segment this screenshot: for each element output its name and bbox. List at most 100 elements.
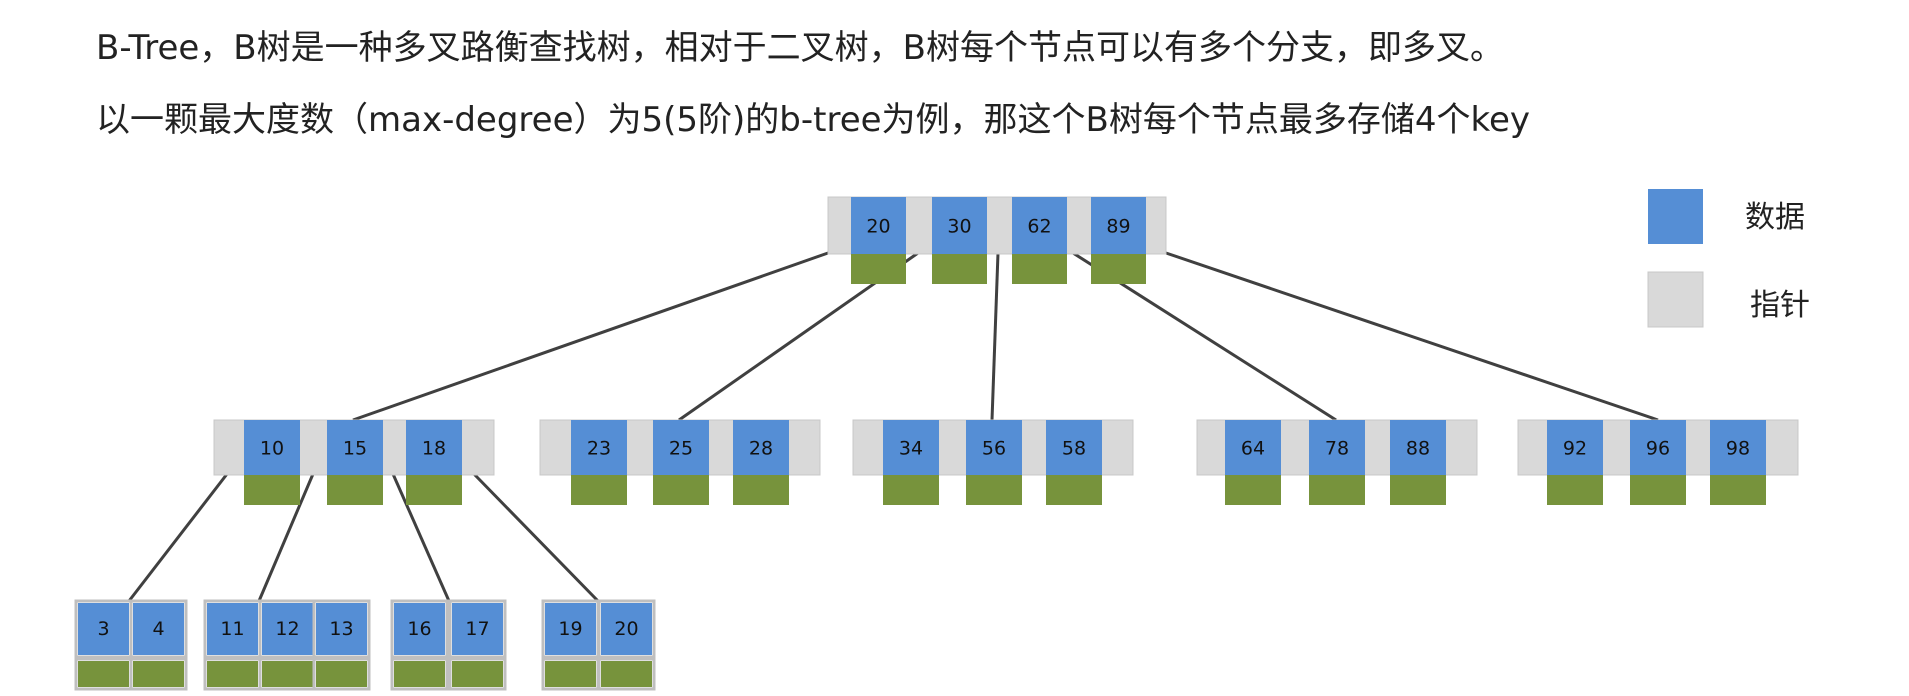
- child-pointer-cell: [78, 661, 129, 687]
- child-pointer-cell: [601, 661, 652, 687]
- heading-line-1: B-Tree，B树是一种多叉路衡查找树，相对于二叉树，B树每个节点可以有多个分支…: [96, 28, 1504, 68]
- key-cell: [1309, 420, 1365, 475]
- key-label: 12: [275, 618, 299, 640]
- key-label: 15: [343, 438, 367, 460]
- key-label: 34: [899, 438, 923, 460]
- child-pointer-cell: [394, 661, 445, 687]
- key-label: 92: [1563, 438, 1587, 460]
- legend-data-swatch: [1648, 189, 1703, 244]
- tree-edge: [1165, 251, 1659, 422]
- key-cell: [545, 603, 596, 655]
- key-cell: [133, 603, 184, 655]
- child-pointer-cell: [327, 475, 383, 505]
- legend-pointer-label: 指针: [1750, 288, 1810, 323]
- key-label: 88: [1406, 438, 1430, 460]
- key-cell: [653, 420, 709, 475]
- child-pointer-cell: [733, 475, 789, 505]
- internal-node: 10 15 18: [213, 419, 495, 505]
- tree-edge: [352, 251, 829, 422]
- child-pointer-cell: [932, 254, 987, 284]
- child-pointer-cell: [1630, 475, 1686, 505]
- internal-node: 23 25 28: [539, 419, 821, 505]
- key-cell: [932, 197, 987, 254]
- key-cell: [1046, 420, 1102, 475]
- child-pointer-cell: [1012, 254, 1067, 284]
- key-label: 17: [465, 618, 489, 640]
- child-pointer-cell: [1309, 475, 1365, 505]
- child-pointer-cell: [406, 475, 462, 505]
- key-cell: [1091, 197, 1146, 254]
- tree-edge: [127, 473, 229, 602]
- key-cell: [1630, 420, 1686, 475]
- child-pointer-cell: [851, 254, 906, 284]
- key-cell: [733, 420, 789, 475]
- key-label: 11: [220, 618, 244, 640]
- child-pointer-cell: [653, 475, 709, 505]
- legend: [1647, 189, 1704, 328]
- key-label: 3: [97, 618, 109, 640]
- child-pointer-cell: [133, 661, 184, 687]
- child-pointer-cell: [1091, 254, 1146, 284]
- key-cell: [262, 603, 313, 655]
- key-label: 58: [1062, 438, 1086, 460]
- internal-node: 34 56 58: [852, 419, 1134, 505]
- child-pointer-cell: [316, 661, 367, 687]
- key-label: 78: [1325, 438, 1349, 460]
- key-cell: [966, 420, 1022, 475]
- tree-edges: [127, 251, 1659, 603]
- key-label: 98: [1726, 438, 1750, 460]
- tree-edge: [472, 472, 600, 603]
- key-cell: [1390, 420, 1446, 475]
- key-cell: [78, 603, 129, 655]
- key-cell: [1225, 420, 1281, 475]
- root-node: 20 30 62 89: [827, 196, 1167, 284]
- tree-edge: [391, 473, 451, 602]
- key-label: 30: [947, 216, 971, 238]
- key-label: 62: [1027, 216, 1051, 238]
- internal-node: 92 96 98: [1517, 419, 1799, 505]
- key-cell: [452, 603, 503, 655]
- key-label: 10: [260, 438, 284, 460]
- legend-data-label: 数据: [1745, 200, 1805, 235]
- key-label: 20: [866, 216, 890, 238]
- tree-edge: [257, 473, 315, 602]
- key-cell: [571, 420, 627, 475]
- key-label: 96: [1646, 438, 1670, 460]
- key-label: 20: [614, 618, 638, 640]
- key-label: 13: [329, 618, 353, 640]
- key-cell: [394, 603, 445, 655]
- child-pointer-cell: [883, 475, 939, 505]
- key-label: 56: [982, 438, 1006, 460]
- leaf-node: 11 12 13: [203, 599, 371, 691]
- child-pointer-cell: [1225, 475, 1281, 505]
- key-cell: [601, 603, 652, 655]
- key-cell: [851, 197, 906, 254]
- child-pointer-cell: [262, 661, 313, 687]
- key-cell: [327, 420, 383, 475]
- key-cell: [1012, 197, 1067, 254]
- key-label: 25: [669, 438, 693, 460]
- key-cell: [244, 420, 300, 475]
- child-pointer-cell: [966, 475, 1022, 505]
- key-cell: [207, 603, 258, 655]
- key-cell: [883, 420, 939, 475]
- heading-line-2: 以一颗最大度数（max-degree）为5(5阶)的b-tree为例，那这个B树…: [96, 100, 1531, 140]
- key-label: 28: [749, 438, 773, 460]
- tree-edge: [990, 252, 1000, 421]
- key-cell: [316, 603, 367, 655]
- child-pointer-cell: [1547, 475, 1603, 505]
- child-pointer-cell: [244, 475, 300, 505]
- child-pointer-cell: [571, 475, 627, 505]
- key-cell: [1547, 420, 1603, 475]
- key-cell: [406, 420, 462, 475]
- key-label: 89: [1106, 216, 1130, 238]
- child-pointer-cell: [1046, 475, 1102, 505]
- child-pointer-cell: [207, 661, 258, 687]
- key-label: 18: [422, 438, 446, 460]
- key-label: 4: [152, 618, 164, 640]
- key-label: 23: [587, 438, 611, 460]
